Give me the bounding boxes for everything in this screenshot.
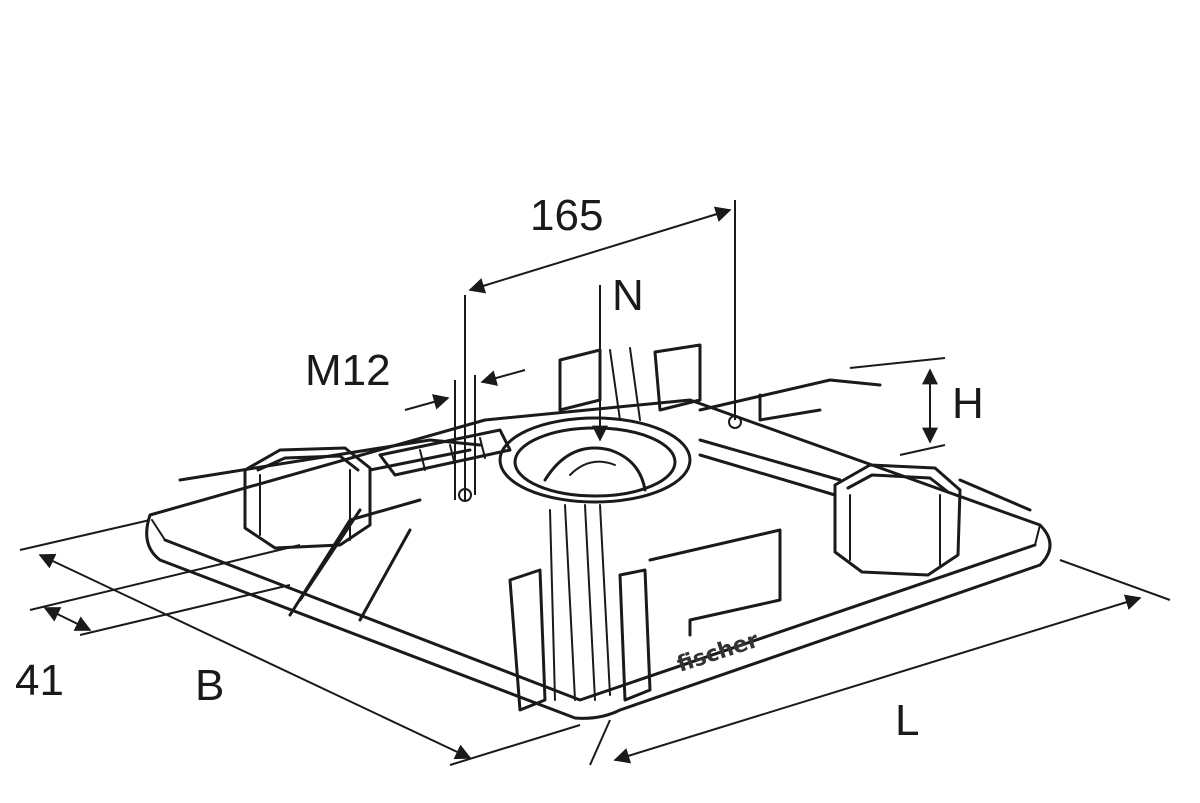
center-ring — [498, 416, 692, 504]
dim-H: H — [849, 357, 984, 456]
label-L: L — [895, 696, 919, 745]
label-H: H — [952, 379, 984, 428]
dim-M12: M12 — [305, 346, 526, 500]
embossed-logo: fischer — [674, 628, 762, 678]
logo-text: fischer — [674, 628, 762, 678]
dim-B: B — [19, 519, 581, 766]
label-B: B — [195, 661, 224, 710]
label-M12: M12 — [305, 346, 391, 395]
label-N: N — [612, 271, 644, 320]
right-hex-pocket — [833, 463, 962, 577]
column-ribs — [288, 498, 782, 712]
label-165: 165 — [530, 191, 603, 240]
top-bosses — [558, 343, 702, 421]
dim-41: 41 — [15, 544, 301, 705]
dim-L: L — [589, 559, 1171, 766]
dim-N: N — [592, 271, 644, 442]
dim-165: 165 — [464, 191, 736, 500]
ribs — [178, 378, 1032, 512]
label-41: 41 — [15, 656, 64, 705]
left-hex-pocket — [243, 446, 372, 550]
